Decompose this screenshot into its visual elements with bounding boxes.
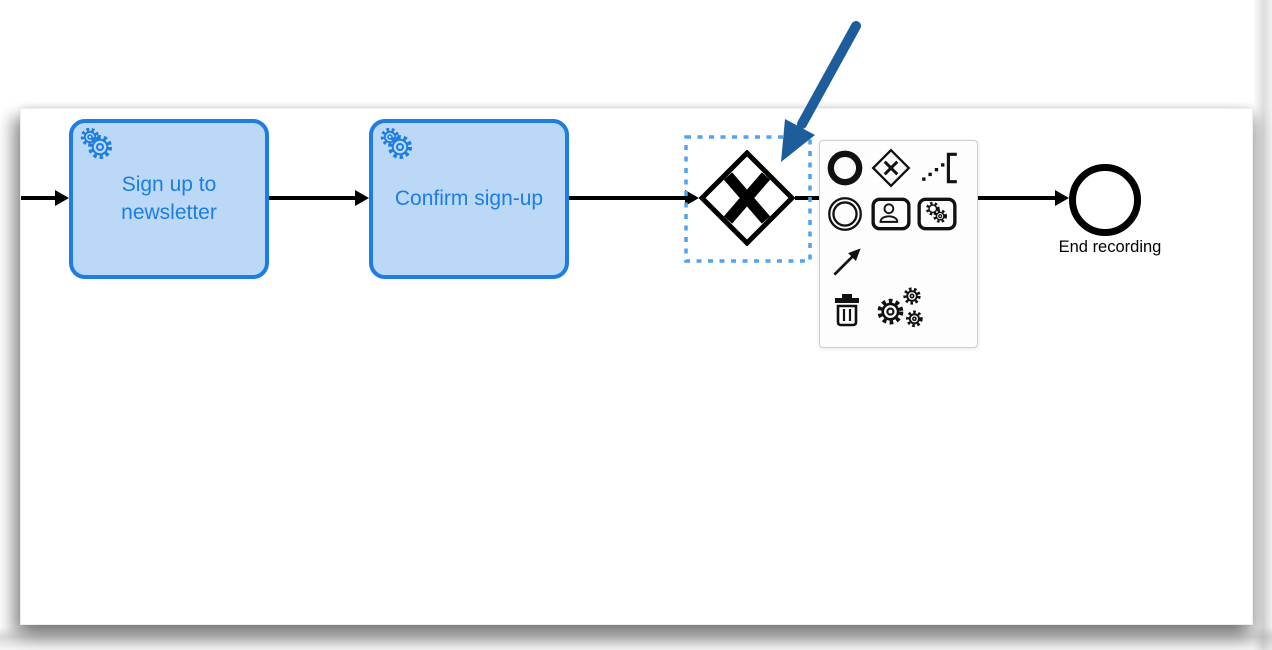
sequence-flow[interactable] [569, 196, 687, 200]
service-task-confirm[interactable]: Confirm sign-up [369, 119, 569, 279]
service-task-icon [917, 197, 957, 231]
diagram-canvas[interactable]: Sign up to newsletter Confirm sign-up [20, 108, 1253, 625]
append-service-task-button[interactable] [915, 192, 959, 236]
sequence-flow[interactable] [269, 196, 357, 200]
selection-outline [684, 135, 812, 263]
append-user-task-button[interactable] [869, 192, 913, 236]
service-task-gears-icon [380, 127, 412, 159]
append-end-event-button[interactable] [823, 146, 867, 190]
page-shadow-bottom [0, 626, 1272, 650]
callout-arrow [781, 21, 861, 162]
arrowhead-icon [55, 190, 69, 206]
task-label: Sign up to newsletter [121, 173, 217, 224]
intermediate-event-icon [828, 197, 862, 231]
service-task-signup[interactable]: Sign up to newsletter [69, 119, 269, 279]
text-annotation-icon [922, 152, 957, 184]
change-type-button[interactable] [871, 286, 929, 330]
task-label: Confirm sign-up [394, 187, 544, 211]
arrowhead-icon [685, 190, 699, 206]
change-type-gears-icon [877, 287, 923, 328]
delete-button[interactable] [825, 288, 869, 332]
arrowhead-icon [1055, 190, 1069, 206]
append-intermediate-event-button[interactable] [823, 192, 867, 236]
exclusive-gateway[interactable] [699, 150, 795, 246]
end-event-icon [827, 150, 863, 186]
sequence-flow[interactable] [21, 196, 57, 200]
trash-icon [835, 294, 859, 327]
end-event-label[interactable]: End recording [1058, 238, 1162, 256]
service-task-gears-icon [80, 127, 112, 159]
gateway-icon [871, 148, 911, 188]
context-pad [819, 140, 978, 348]
page-shadow-right [1253, 0, 1272, 650]
connect-tool-button[interactable] [825, 240, 869, 284]
append-gateway-button[interactable] [869, 146, 913, 190]
arrowhead-icon [355, 190, 369, 206]
connect-arrow-icon [833, 248, 861, 276]
end-event[interactable] [1069, 164, 1141, 236]
user-task-icon [871, 197, 911, 231]
append-text-annotation-button[interactable] [918, 146, 962, 190]
